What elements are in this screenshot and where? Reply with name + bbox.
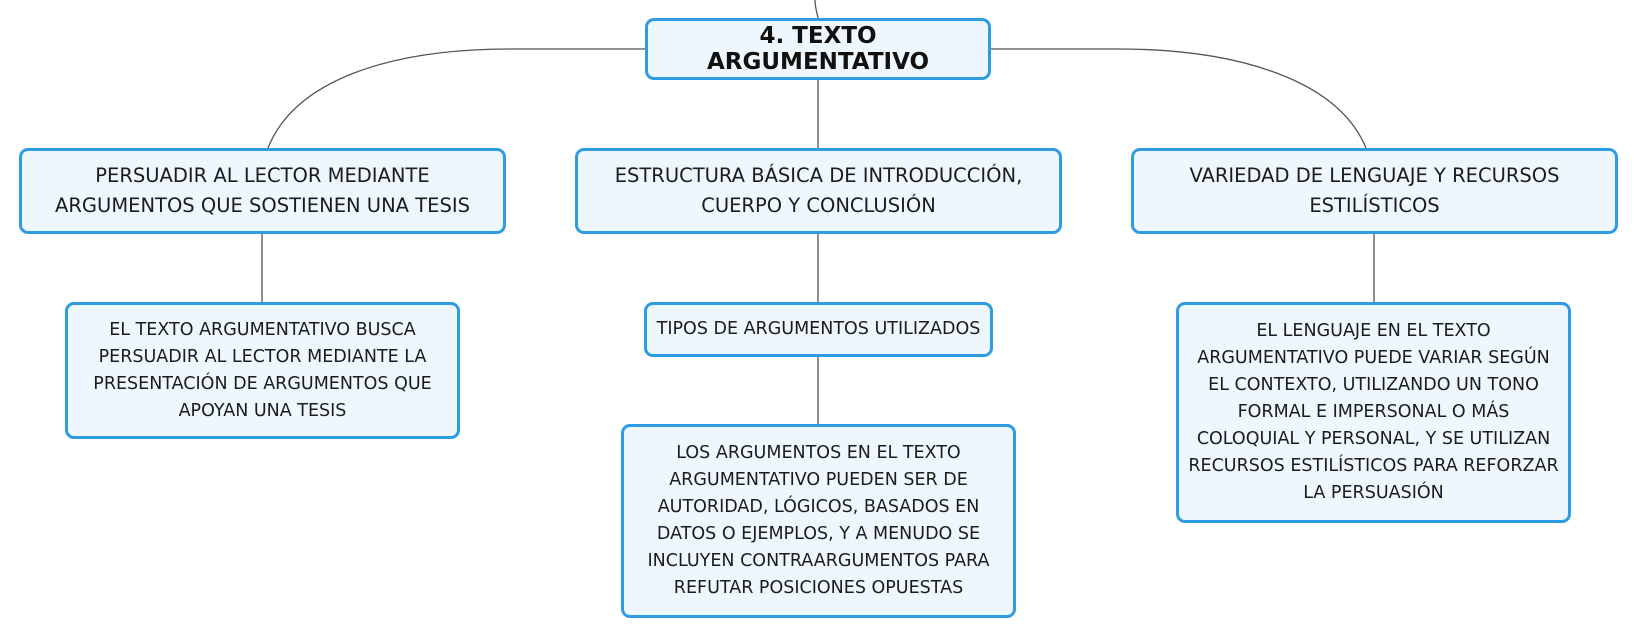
branch-node-persuadir[interactable]: PERSUADIR AL LECTOR MEDIANTE ARGUMENTOS … <box>19 148 506 234</box>
root-topic-label: 4. TEXTO ARGUMENTATIVO <box>706 23 930 75</box>
connector-root-to-left-branch <box>267 48 645 149</box>
branch-label-variedad: VARIEDAD DE LENGUAJE Y RECURSOS ESTILÍST… <box>1189 164 1560 217</box>
root-topic-node[interactable]: 4. TEXTO ARGUMENTATIVO <box>645 18 991 80</box>
branch-label-persuadir: PERSUADIR AL LECTOR MEDIANTE ARGUMENTOS … <box>55 164 470 217</box>
subtopic-node-tipos-argumentos[interactable]: TIPOS DE ARGUMENTOS UTILIZADOS <box>644 302 993 357</box>
branch-node-variedad[interactable]: VARIEDAD DE LENGUAJE Y RECURSOS ESTILÍST… <box>1131 148 1618 234</box>
branch-label-estructura: ESTRUCTURA BÁSICA DE INTRODUCCIÓN, CUERP… <box>614 164 1023 217</box>
detail-node-variedad[interactable]: EL LENGUAJE EN EL TEXTO ARGUMENTATIVO PU… <box>1176 302 1571 523</box>
branch-node-estructura[interactable]: ESTRUCTURA BÁSICA DE INTRODUCCIÓN, CUERP… <box>575 148 1062 234</box>
subtopic-label-tipos-argumentos: TIPOS DE ARGUMENTOS UTILIZADOS <box>656 319 981 339</box>
detail-label-persuadir: EL TEXTO ARGUMENTATIVO BUSCA PERSUADIR A… <box>93 319 432 421</box>
connector-root-to-right-branch <box>991 48 1367 149</box>
detail-label-variedad: EL LENGUAJE EN EL TEXTO ARGUMENTATIVO PU… <box>1188 321 1559 503</box>
detail-label-tipos-argumentos: LOS ARGUMENTOS EN EL TEXTO ARGUMENTATIVO… <box>647 443 990 598</box>
detail-node-tipos-argumentos[interactable]: LOS ARGUMENTOS EN EL TEXTO ARGUMENTATIVO… <box>621 424 1016 618</box>
detail-node-persuadir[interactable]: EL TEXTO ARGUMENTATIVO BUSCA PERSUADIR A… <box>65 302 460 439</box>
connector-parent-to-root <box>814 0 819 19</box>
